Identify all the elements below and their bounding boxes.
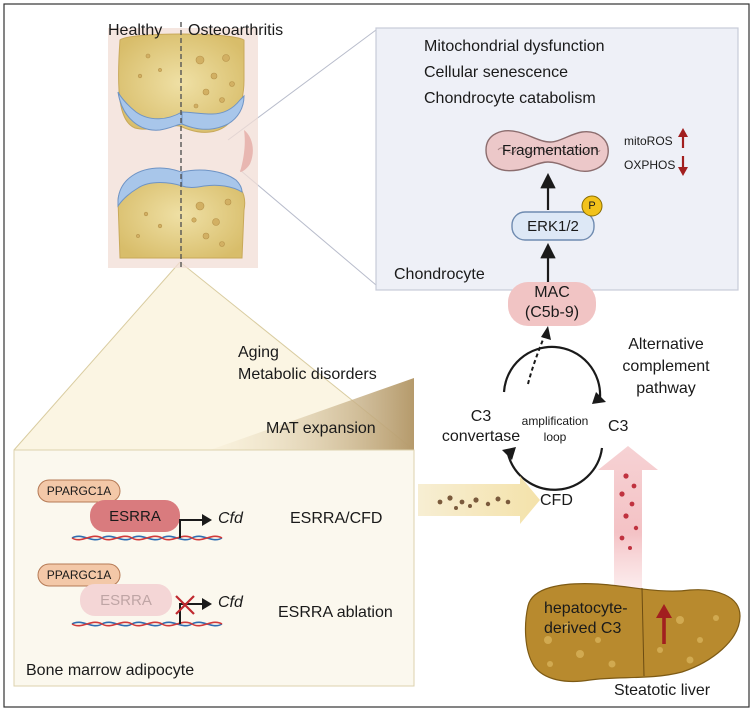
joint-illustration <box>108 22 258 268</box>
ablation-cross-icon <box>175 595 195 615</box>
mat-expansion-wedge <box>210 378 414 450</box>
c3-convertase-line2: convertase <box>441 428 521 445</box>
mat-expansion-label: MAT expansion <box>266 420 376 437</box>
fragmentation-label: Fragmentation <box>502 142 599 159</box>
bone-marrow-adipocyte-label: Bone marrow adipocyte <box>26 662 195 679</box>
mitochondrion-shape <box>485 130 609 172</box>
oxphos-down-arrow <box>678 156 688 176</box>
esrra-ablation-label: ESRRA ablation <box>278 604 393 621</box>
promoter-arrow-2 <box>179 603 204 624</box>
esrra-pill-1 <box>90 500 180 532</box>
steatotic-liver-label: Steatotic liver <box>614 682 711 699</box>
phospho-circle <box>581 195 603 217</box>
amplification-line1: amplification <box>521 414 589 428</box>
label-healthy: Healthy <box>108 22 163 39</box>
ppargc1a-label-2: PPARGC1A <box>46 568 112 582</box>
esrra-pill-2-ablated <box>80 584 172 616</box>
cfd-gene-label-1: Cfd <box>218 510 243 527</box>
oxphos-label: OXPHOS <box>624 158 676 172</box>
ppargc1a-label-1: PPARGC1A <box>46 484 112 498</box>
alt-complement-line1: Alternative <box>628 336 704 353</box>
ppargc1a-pill-2 <box>37 563 121 587</box>
mac-label-line1: MAC <box>534 284 570 301</box>
effect-cellular-senescence: Cellular senescence <box>424 64 569 81</box>
label-osteoarthritis: Osteoarthritis <box>188 22 284 39</box>
promoter-arrow-1 <box>179 519 204 538</box>
amplification-line2: loop <box>543 430 567 444</box>
erk-pill <box>511 211 595 241</box>
aging-label: Aging <box>238 344 279 361</box>
loop-arrowhead-left <box>502 447 516 460</box>
alt-complement-line3: pathway <box>636 380 696 397</box>
cfd-label: CFD <box>540 492 573 509</box>
mitochondrion <box>485 130 609 172</box>
hepatocyte-line1: hepatocyte- <box>544 600 628 617</box>
zoom-triangle-edge-left <box>13 261 181 451</box>
cfd-particles <box>437 495 511 510</box>
erk-label: ERK1/2 <box>527 217 579 235</box>
liver-illustration <box>524 583 741 683</box>
mitoros-label: mitoROS <box>624 134 673 148</box>
metabolic-label: Metabolic disorders <box>238 366 377 383</box>
cristae <box>497 146 601 154</box>
esrra-label-2: ESRRA <box>100 591 152 609</box>
upper-bone <box>118 33 245 133</box>
c3-label: C3 <box>608 418 629 435</box>
dna-strand-1 <box>71 535 223 541</box>
cfd-secretion-arrow <box>418 476 540 524</box>
c3-particles <box>619 473 639 550</box>
effect-mitochondrial-dysfunction: Mitochondrial dysfunction <box>424 38 605 55</box>
hepatocyte-line2: derived C3 <box>544 620 622 637</box>
mac-pill <box>508 282 596 326</box>
amplification-loop <box>502 345 604 491</box>
esrra-cfd-label: ESRRA/CFD <box>290 510 383 527</box>
mac-label-line2: (C5b-9) <box>524 304 580 321</box>
effect-chondrocyte-catabolism: Chondrocyte catabolism <box>424 90 596 107</box>
loop-arrowhead-right <box>592 392 606 404</box>
lower-cartilage-oa <box>181 169 243 193</box>
mitoros-up-arrow <box>678 128 688 148</box>
cfd-gene-label-2: Cfd <box>218 594 243 611</box>
alt-complement-line2: complement <box>622 358 710 375</box>
phospho-label: P <box>588 200 596 212</box>
c3-secretion-arrow <box>598 446 658 620</box>
zoom-line-bottom <box>239 169 377 286</box>
c3-convertase-line1: C3 <box>470 408 492 425</box>
chondrocyte-label: Chondrocyte <box>394 266 485 283</box>
esrra-label-1: ESRRA <box>109 507 161 525</box>
upper-cartilage-oa <box>181 94 245 130</box>
ppargc1a-pill-1 <box>37 479 121 503</box>
dna-strand-2 <box>71 621 223 627</box>
synovium <box>240 130 253 172</box>
zoom-triangle <box>14 262 414 450</box>
